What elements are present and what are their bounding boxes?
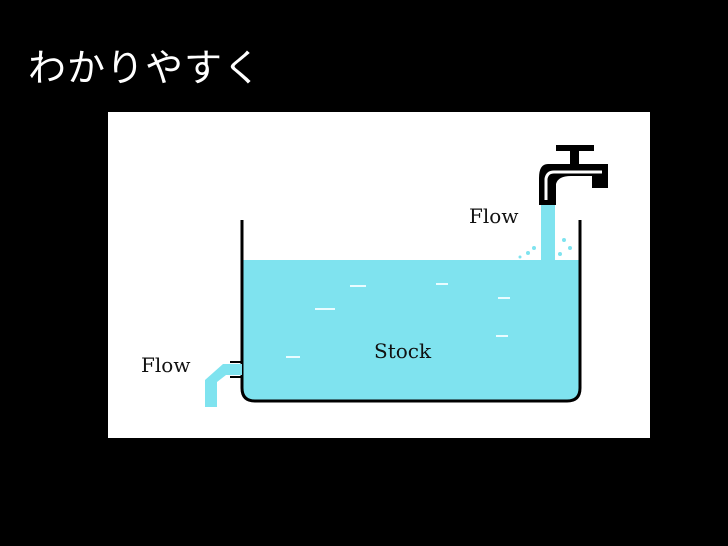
inflow-stream xyxy=(541,202,555,262)
slide-title: わかりやすく xyxy=(28,46,263,90)
splash xyxy=(518,238,572,259)
water-ripples xyxy=(286,283,510,358)
outflow-spout-outline xyxy=(230,361,242,378)
water-body xyxy=(242,260,580,401)
diagram-graphic xyxy=(205,145,608,407)
stock-label: Stock xyxy=(374,339,432,363)
stock-flow-diagram: Flow Flow Stock xyxy=(108,112,650,438)
tank-outline xyxy=(240,220,582,403)
inflow-label: Flow xyxy=(469,204,519,228)
faucet-icon xyxy=(539,145,608,205)
outflow-label: Flow xyxy=(141,353,191,377)
outflow-spout xyxy=(205,364,242,407)
